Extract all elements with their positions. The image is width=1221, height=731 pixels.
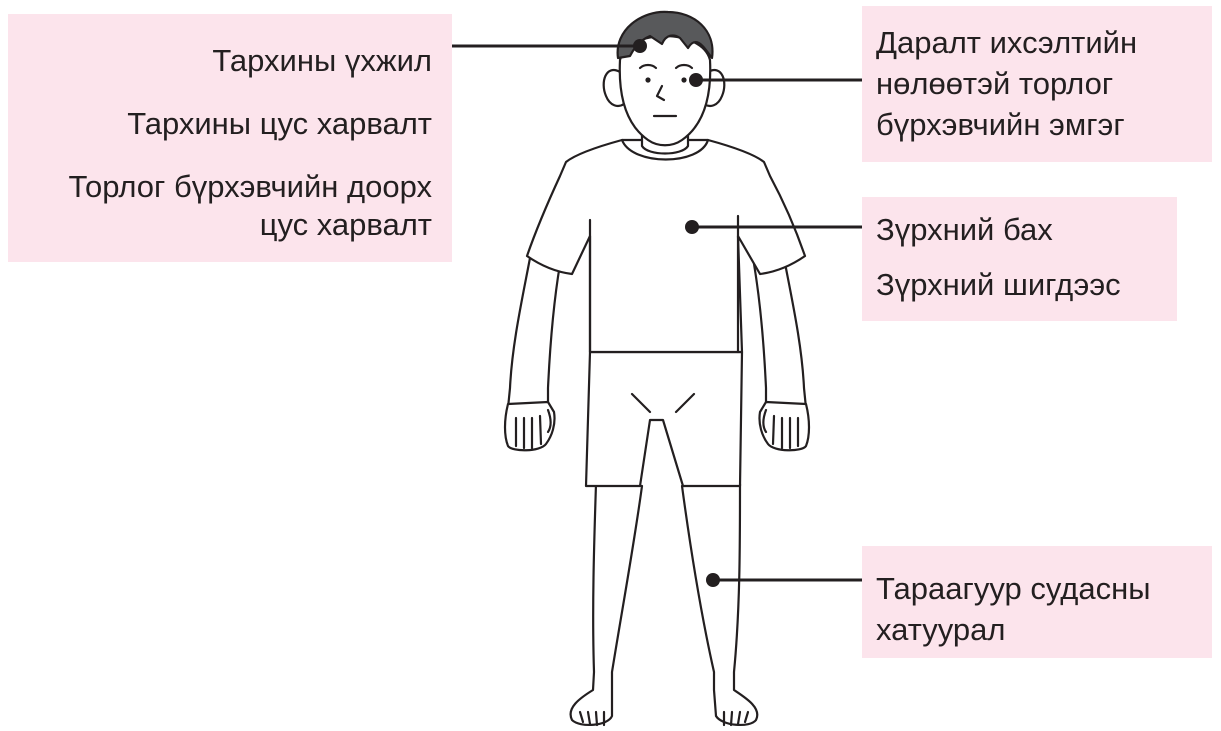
dot-brain xyxy=(633,39,647,53)
leg-text-line2: хатуурал xyxy=(876,609,1212,650)
right-eye xyxy=(681,77,686,82)
left-arm xyxy=(508,258,560,408)
eye-text-line2: нөлөөтэй торлог xyxy=(876,63,1212,104)
heart-item-infarction: Зүрхний шигдээс xyxy=(876,266,1177,305)
dot-heart xyxy=(685,220,699,234)
left-hand xyxy=(505,402,555,450)
right-arm xyxy=(754,258,806,408)
heart-item-angina: Зүрхний бах xyxy=(876,211,1177,250)
brain-item-infarction: Тархины үхжил xyxy=(8,42,432,81)
eye-text-line1: Даралт ихсэлтийн xyxy=(876,22,1212,63)
shorts xyxy=(586,352,742,486)
eye-text-line3: бүрхэвчийн эмгэг xyxy=(876,104,1212,145)
right-leg xyxy=(682,484,757,725)
right-hand xyxy=(759,402,809,450)
left-eye xyxy=(645,77,650,82)
left-leg xyxy=(571,484,642,725)
brain-item-subarachnoid-line1: Торлог бүрхэвчийн доорх xyxy=(8,168,432,207)
brain-item-subarachnoid-line2: цус харвалт xyxy=(8,206,432,245)
leg-text-line1: Тараагуур судасны xyxy=(876,568,1212,609)
callout-leg: Тараагуур судасны хатуурал xyxy=(862,546,1212,658)
brain-item-hemorrhage: Тархины цус харвалт xyxy=(8,105,432,144)
callout-brain: Тархины үхжил Тархины цус харвалт Торлог… xyxy=(8,14,452,262)
human-figure-icon xyxy=(505,12,809,725)
callout-eye: Даралт ихсэлтийн нөлөөтэй торлог бүрхэвч… xyxy=(862,6,1212,162)
face xyxy=(620,36,711,145)
callout-heart: Зүрхний бах Зүрхний шигдээс xyxy=(862,197,1177,321)
dot-eye xyxy=(689,73,703,87)
dot-leg xyxy=(706,573,720,587)
